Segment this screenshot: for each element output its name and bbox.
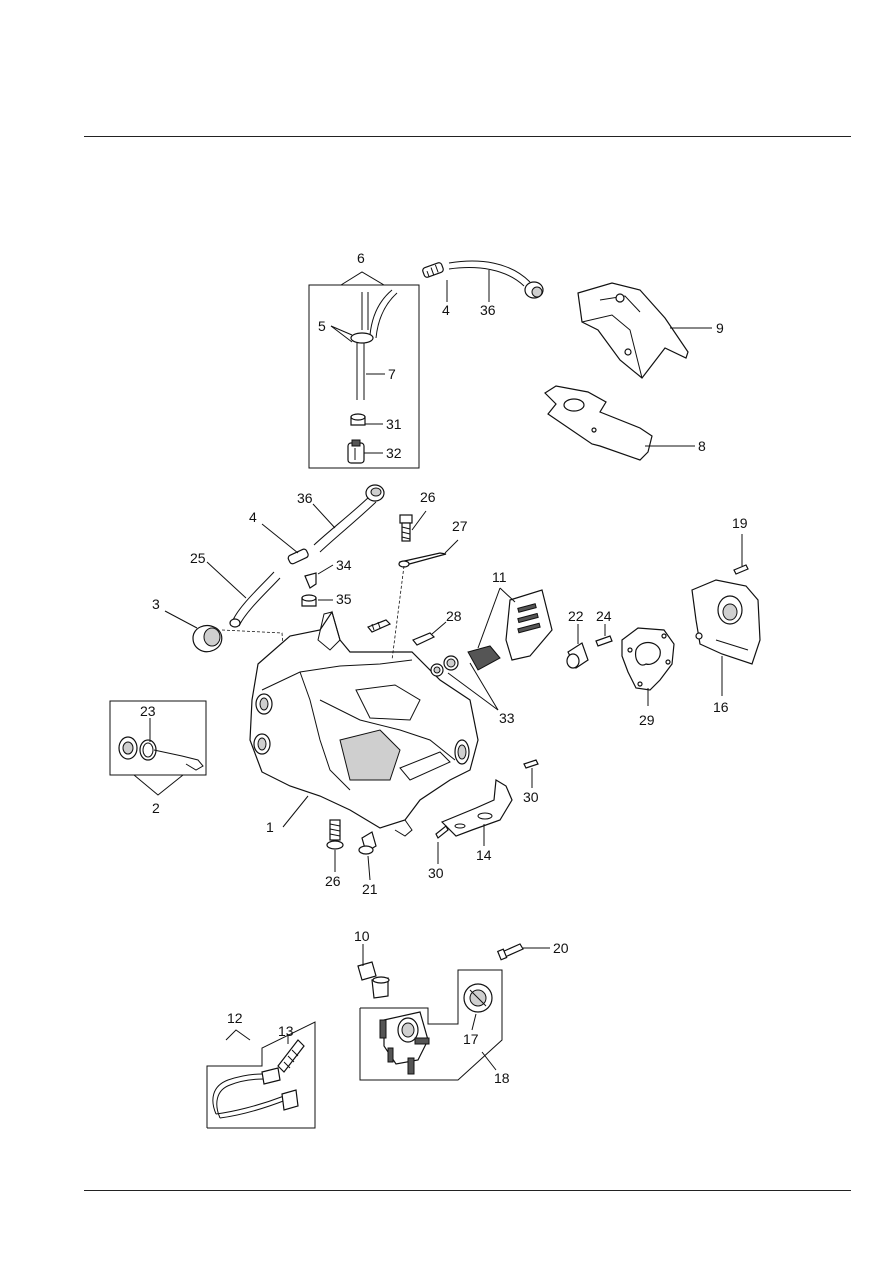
parts-33 — [430, 655, 499, 711]
parts-22-24 — [566, 624, 613, 669]
callout-23: 23 — [140, 703, 156, 719]
callout-25: 25 — [190, 550, 206, 566]
callout-11: 11 — [492, 569, 507, 585]
part-11 — [467, 587, 553, 671]
part-18-oil-pump — [359, 969, 503, 1081]
part-9-cover — [577, 282, 712, 379]
fuel-pickup-group — [308, 271, 420, 469]
callout-12: 12 — [227, 1010, 243, 1026]
callout-22: 22 — [568, 608, 584, 624]
screws-28 — [367, 619, 447, 646]
callout-28: 28 — [446, 608, 462, 624]
screws-26-21-bottom — [326, 819, 377, 881]
part-12-13-hose — [206, 1021, 316, 1129]
callout-34: 34 — [336, 557, 352, 573]
callout-14: 14 — [476, 847, 492, 863]
part-8-gasket — [544, 385, 695, 461]
callout-29: 29 — [639, 712, 655, 728]
callout-26-top: 26 — [420, 489, 436, 505]
oil-hose-top — [422, 260, 544, 302]
callout-2: 2 — [152, 800, 160, 816]
part-1-crankcase — [249, 565, 479, 837]
callout-1: 1 — [266, 819, 274, 835]
callout-33: 33 — [499, 710, 515, 726]
callout-5: 5 — [318, 318, 326, 334]
callout-36-top: 36 — [480, 302, 496, 318]
callout-4-top: 4 — [442, 302, 450, 318]
callout-7: 7 — [388, 366, 396, 382]
callout-24: 24 — [596, 608, 612, 624]
part-16-19 — [691, 534, 761, 696]
callout-31: 31 — [386, 416, 402, 432]
callout-6: 6 — [357, 250, 365, 266]
part-14-30 — [435, 759, 539, 864]
callout-21: 21 — [362, 881, 378, 897]
part-29 — [621, 627, 675, 706]
callout-4-left: 4 — [249, 509, 257, 525]
callout-26-bottom: 26 — [325, 873, 341, 889]
callout-35: 35 — [336, 591, 352, 607]
callout-32: 32 — [386, 445, 402, 461]
callout-17: 17 — [463, 1031, 479, 1047]
hose-and-primer — [164, 561, 285, 661]
callout-30-right: 30 — [523, 789, 539, 805]
callout-10: 10 — [354, 928, 370, 944]
callout-labels: 6 5 7 31 32 4 36 9 8 36 4 26 27 25 34 35… — [140, 250, 748, 1086]
callout-20: 20 — [553, 940, 569, 956]
part-2-group — [109, 700, 207, 796]
part-10 — [357, 944, 390, 999]
parts-34-35 — [301, 564, 334, 607]
callout-13: 13 — [278, 1023, 294, 1039]
callout-3: 3 — [152, 596, 160, 612]
callout-9: 9 — [716, 320, 724, 336]
callout-27: 27 — [452, 518, 468, 534]
screw-26-top — [398, 510, 459, 568]
screw-20 — [496, 943, 550, 961]
callout-30-bottom: 30 — [428, 865, 444, 881]
callout-19: 19 — [732, 515, 748, 531]
bottom-rule — [84, 1190, 851, 1191]
oil-hose-left — [261, 484, 385, 565]
callout-16: 16 — [713, 699, 729, 715]
callout-36-left: 36 — [297, 490, 313, 506]
callout-8: 8 — [698, 438, 706, 454]
top-rule — [84, 136, 851, 137]
callout-18: 18 — [494, 1070, 510, 1086]
